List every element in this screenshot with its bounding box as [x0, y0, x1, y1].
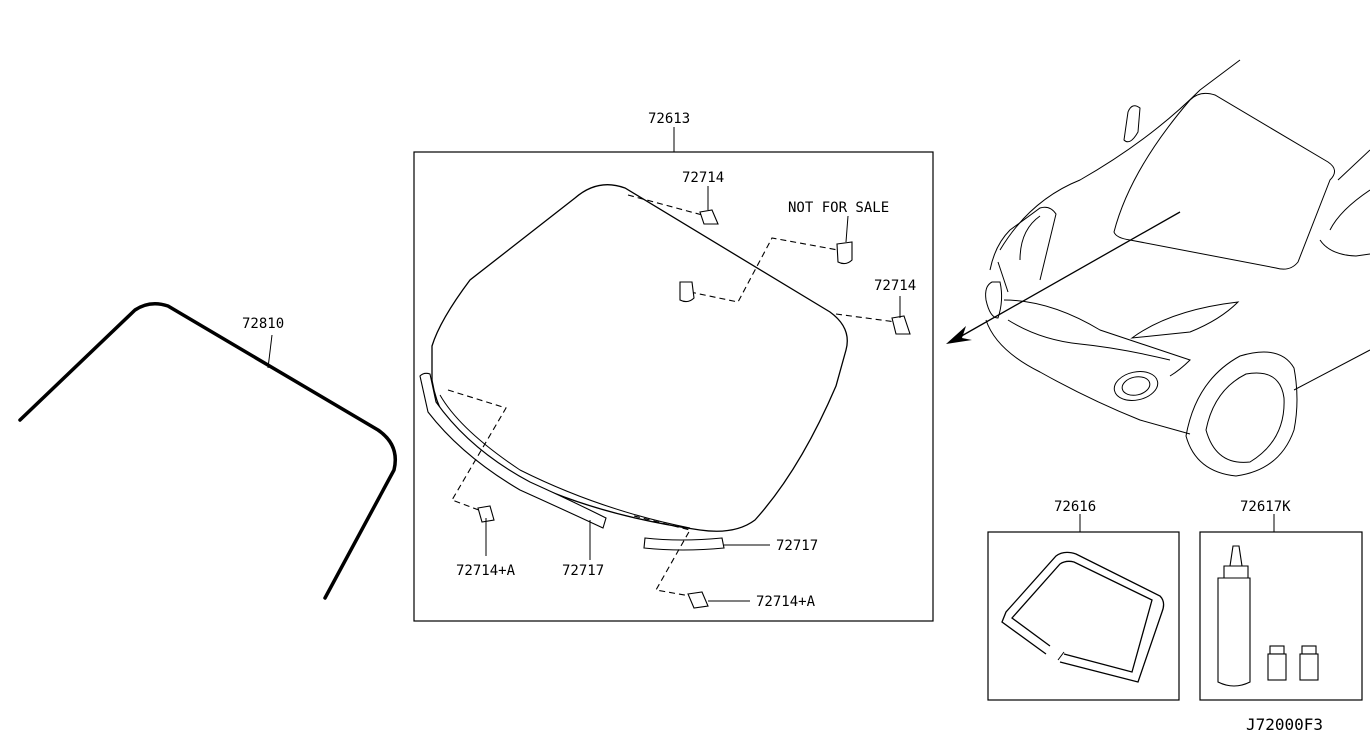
label-not-for-sale: NOT FOR SALE [788, 200, 889, 216]
label-72613: 72613 [648, 111, 690, 127]
label-72714-top: 72714 [682, 170, 724, 186]
label-72714a-left: 72714+A [456, 563, 516, 579]
pointer-arrow-head [946, 326, 972, 344]
label-72714-right: 72714 [874, 278, 916, 294]
dash-clip-top [627, 194, 707, 217]
pointer-arrow-line [957, 211, 1181, 339]
dam-kit-box [987, 531, 1180, 701]
dash-clip-a-left [447, 389, 507, 513]
sensor-not-for-sale[interactable] [679, 241, 853, 303]
clip-72714a-right[interactable] [687, 591, 709, 609]
dash-clip-right [835, 313, 897, 323]
windshield-assembly-box [413, 151, 934, 622]
label-72714a-right: 72714+A [756, 594, 816, 610]
glass-lower-edge [439, 394, 691, 529]
adhesive-kit-box [1199, 531, 1363, 701]
dash-sensor [689, 237, 839, 303]
label-72717-left: 72717 [562, 563, 604, 579]
leader-72810 [267, 334, 273, 369]
label-72810: 72810 [242, 316, 284, 332]
windshield-glass[interactable] [431, 184, 848, 532]
clip-72714-top[interactable] [699, 209, 719, 225]
leader-not-for-sale [845, 215, 849, 243]
dam-rubber-kit[interactable] [1001, 551, 1165, 683]
vehicle-front-sketch [985, 59, 1370, 477]
clip-72714-right[interactable] [891, 315, 911, 335]
label-72717-right: 72717 [776, 538, 818, 554]
dash-clip-a-right [633, 515, 691, 597]
figure-code: J72000F3 [1246, 715, 1323, 734]
clip-72714a-left[interactable] [477, 505, 495, 523]
label-72616: 72616 [1054, 499, 1096, 515]
windshield-molding[interactable] [18, 302, 397, 600]
adhesive-cartridge[interactable] [1217, 545, 1251, 687]
label-72617k: 72617K [1240, 499, 1291, 515]
spacer-72717-right[interactable] [643, 537, 725, 551]
primer-bottles[interactable] [1267, 645, 1319, 681]
spacer-72717-left[interactable] [419, 372, 607, 529]
